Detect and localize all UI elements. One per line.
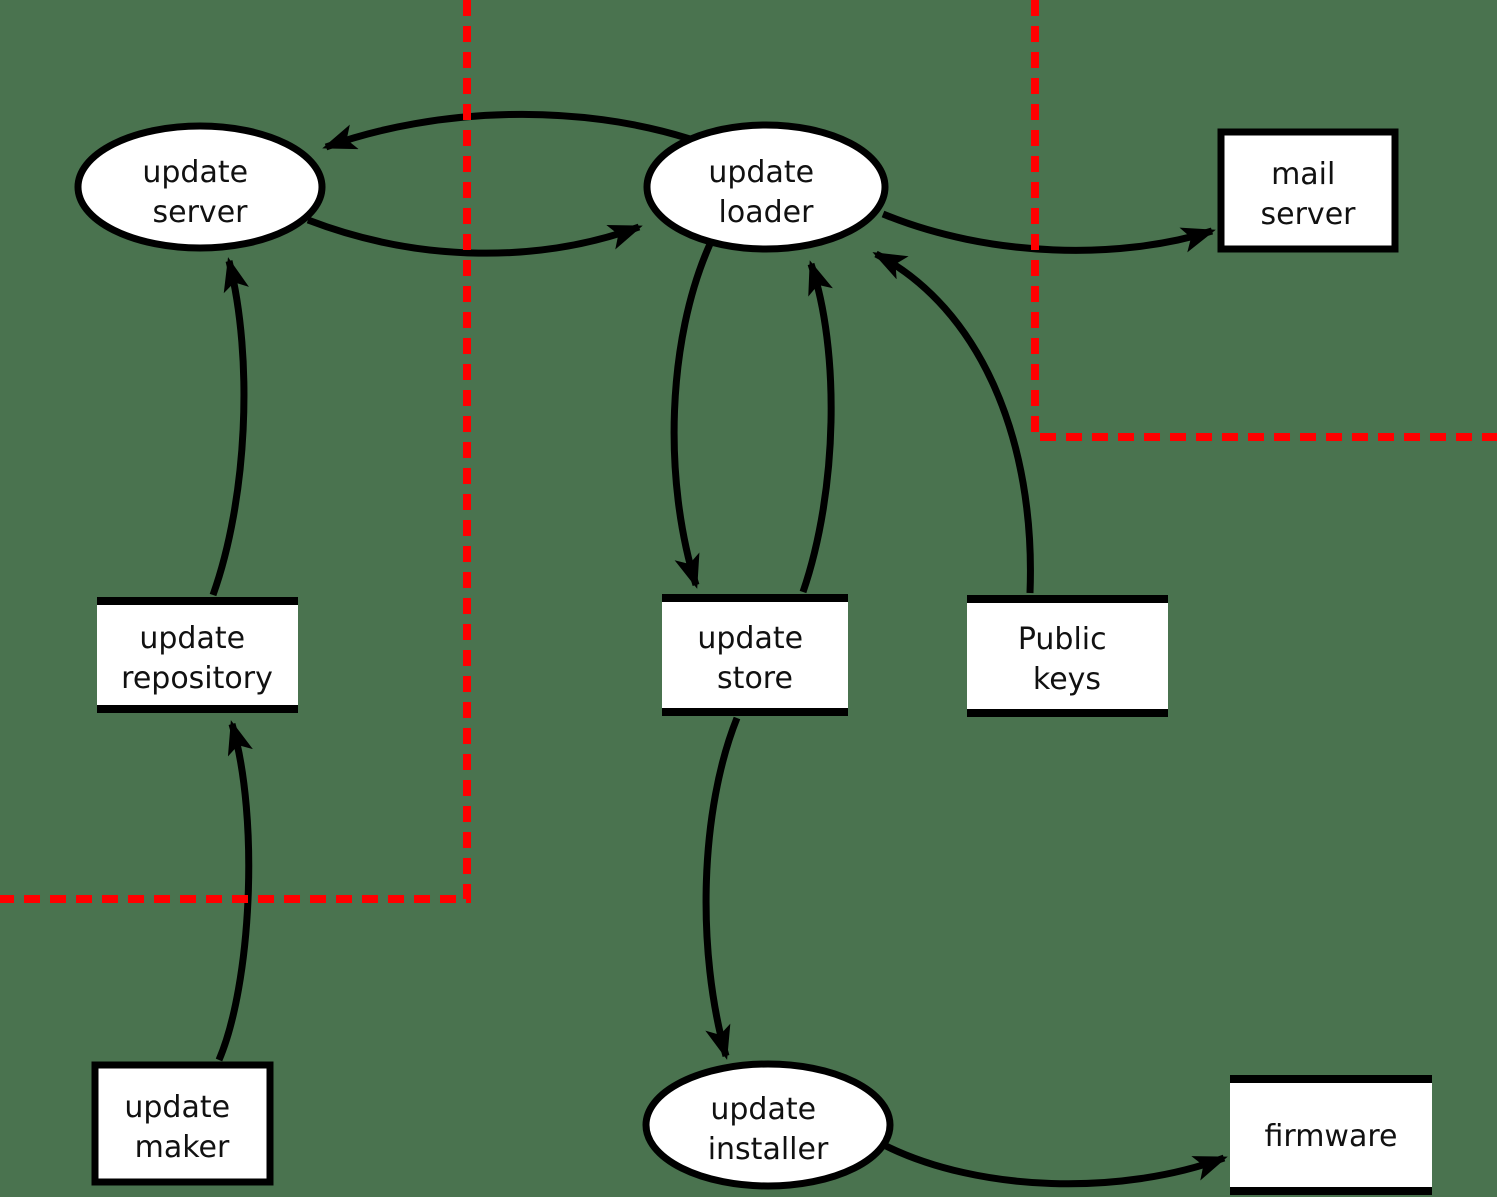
public-keys-fill [967,595,1168,717]
update-repository-fill [97,597,298,713]
public-keys-label-line2: keys [1033,662,1101,697]
mail-server-label: mail server [1261,157,1357,232]
node-update-store [662,594,848,716]
update-loader-label: update loader [708,155,823,230]
node-mail-server [1217,128,1399,253]
update-installer-label-line1: update [710,1092,816,1127]
update-server-label-line1: update [142,155,248,190]
edge-public-keys-to-update-loader [872,250,1034,594]
update-repository-label-line2: repository [121,661,273,696]
edge-update-store-to-update-installer [702,716,741,1060]
left-trust-boundary [0,0,471,903]
update-repository-label: update repository [121,621,273,696]
update-maker-label: update maker [124,1090,239,1165]
update-installer-label-line2: installer [708,1132,829,1167]
update-store-label-line1: update [697,621,803,656]
node-update-server [74,122,326,252]
node-public-keys [967,595,1168,717]
update-loader-label-line1: update [708,155,814,190]
update-installer-label: update installer [708,1092,829,1167]
right-trust-boundary [1031,0,1497,441]
node-update-installer [642,1060,894,1190]
edge-update-loader-to-mail-server [881,210,1216,254]
firmware-fill [1230,1075,1432,1195]
update-loader-label-line2: loader [719,195,815,230]
edge-update-maker-to-update-repository [215,720,253,1062]
firmware-label-line1: firmware [1265,1119,1398,1154]
update-store-label-line2: store [717,661,793,696]
update-maker-label-line2: maker [135,1130,230,1165]
edge-update-installer-to-firmware [884,1142,1228,1188]
node-update-maker [91,1061,274,1186]
mail-server-label-line2: server [1261,197,1357,232]
node-update-loader [643,121,889,253]
update-repository-label-line1: update [139,621,245,656]
node-firmware [1230,1075,1432,1195]
update-server-label-line2: server [153,195,249,230]
edge-update-loader-to-update-server [322,110,692,151]
firmware-label: firmware [1265,1119,1398,1154]
mail-server-label-line1: mail [1271,157,1335,192]
edge-update-repository-to-update-server [209,257,249,597]
update-store-label: update store [697,621,812,696]
edge-update-store-to-update-loader [799,260,835,594]
public-keys-label-line1: Public [1018,622,1107,657]
edge-update-server-to-update-loader [306,216,643,257]
update-maker-label-line1: update [124,1090,230,1125]
update-store-fill [662,594,848,716]
update-server-label: update server [142,155,257,230]
node-update-repository [97,597,298,713]
edge-update-loader-to-update-store [670,242,714,589]
public-keys-label: Public keys [1018,622,1116,697]
